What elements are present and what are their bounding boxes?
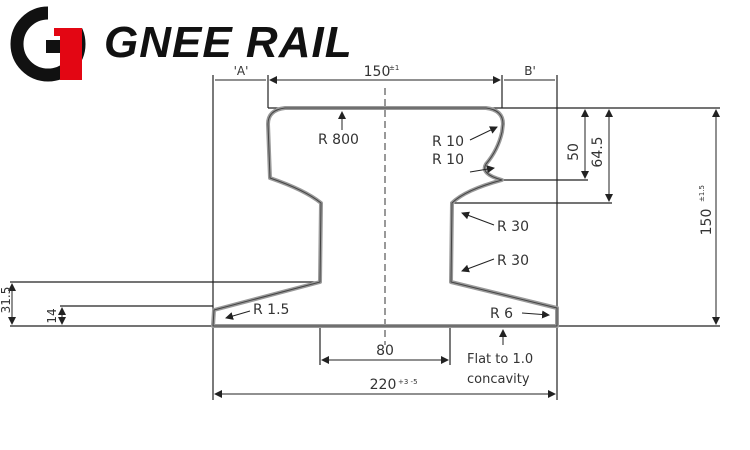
dim-head-to-web: 64.5 xyxy=(590,136,606,167)
dim-top-width: 150 xyxy=(364,64,391,80)
dim-bottom-width-tol: +3 -5 xyxy=(398,378,418,386)
dim-label-a: 'A' xyxy=(234,64,249,78)
radius-r1-5: R 1.5 xyxy=(253,302,289,318)
dim-head-depth: 50 xyxy=(566,143,582,161)
radius-r30-top: R 30 xyxy=(497,219,529,235)
leader-arrows xyxy=(225,111,550,345)
rail-profile xyxy=(211,106,559,328)
note-concavity: concavity xyxy=(467,372,530,387)
frame-lines xyxy=(10,75,720,400)
dim-web-width: 80 xyxy=(376,343,394,359)
dim-left-big: 31.5 xyxy=(0,287,13,314)
brand-logo-icon: G xyxy=(0,0,86,82)
dim-overall-height: 150 xyxy=(699,209,715,236)
note-flat: Flat to 1.0 xyxy=(467,352,533,367)
dim-left-small: 14 xyxy=(45,308,59,323)
radius-r6: R 6 xyxy=(490,306,513,322)
radius-r10-bottom: R 10 xyxy=(432,152,464,168)
radius-r800: R 800 xyxy=(318,132,359,148)
dim-label-b: B' xyxy=(524,64,536,78)
dim-overall-height-tol: ±1.5 xyxy=(698,185,706,202)
dim-top-width-tol: ±1 xyxy=(389,64,399,72)
dim-bottom-width: 220 xyxy=(370,377,397,393)
logo-text: G xyxy=(0,0,1,1)
brand-name: GNEE RAIL xyxy=(104,18,353,67)
radius-r10-top: R 10 xyxy=(432,134,464,150)
dimension-lines xyxy=(8,76,720,398)
radius-r30-bottom: R 30 xyxy=(497,253,529,269)
